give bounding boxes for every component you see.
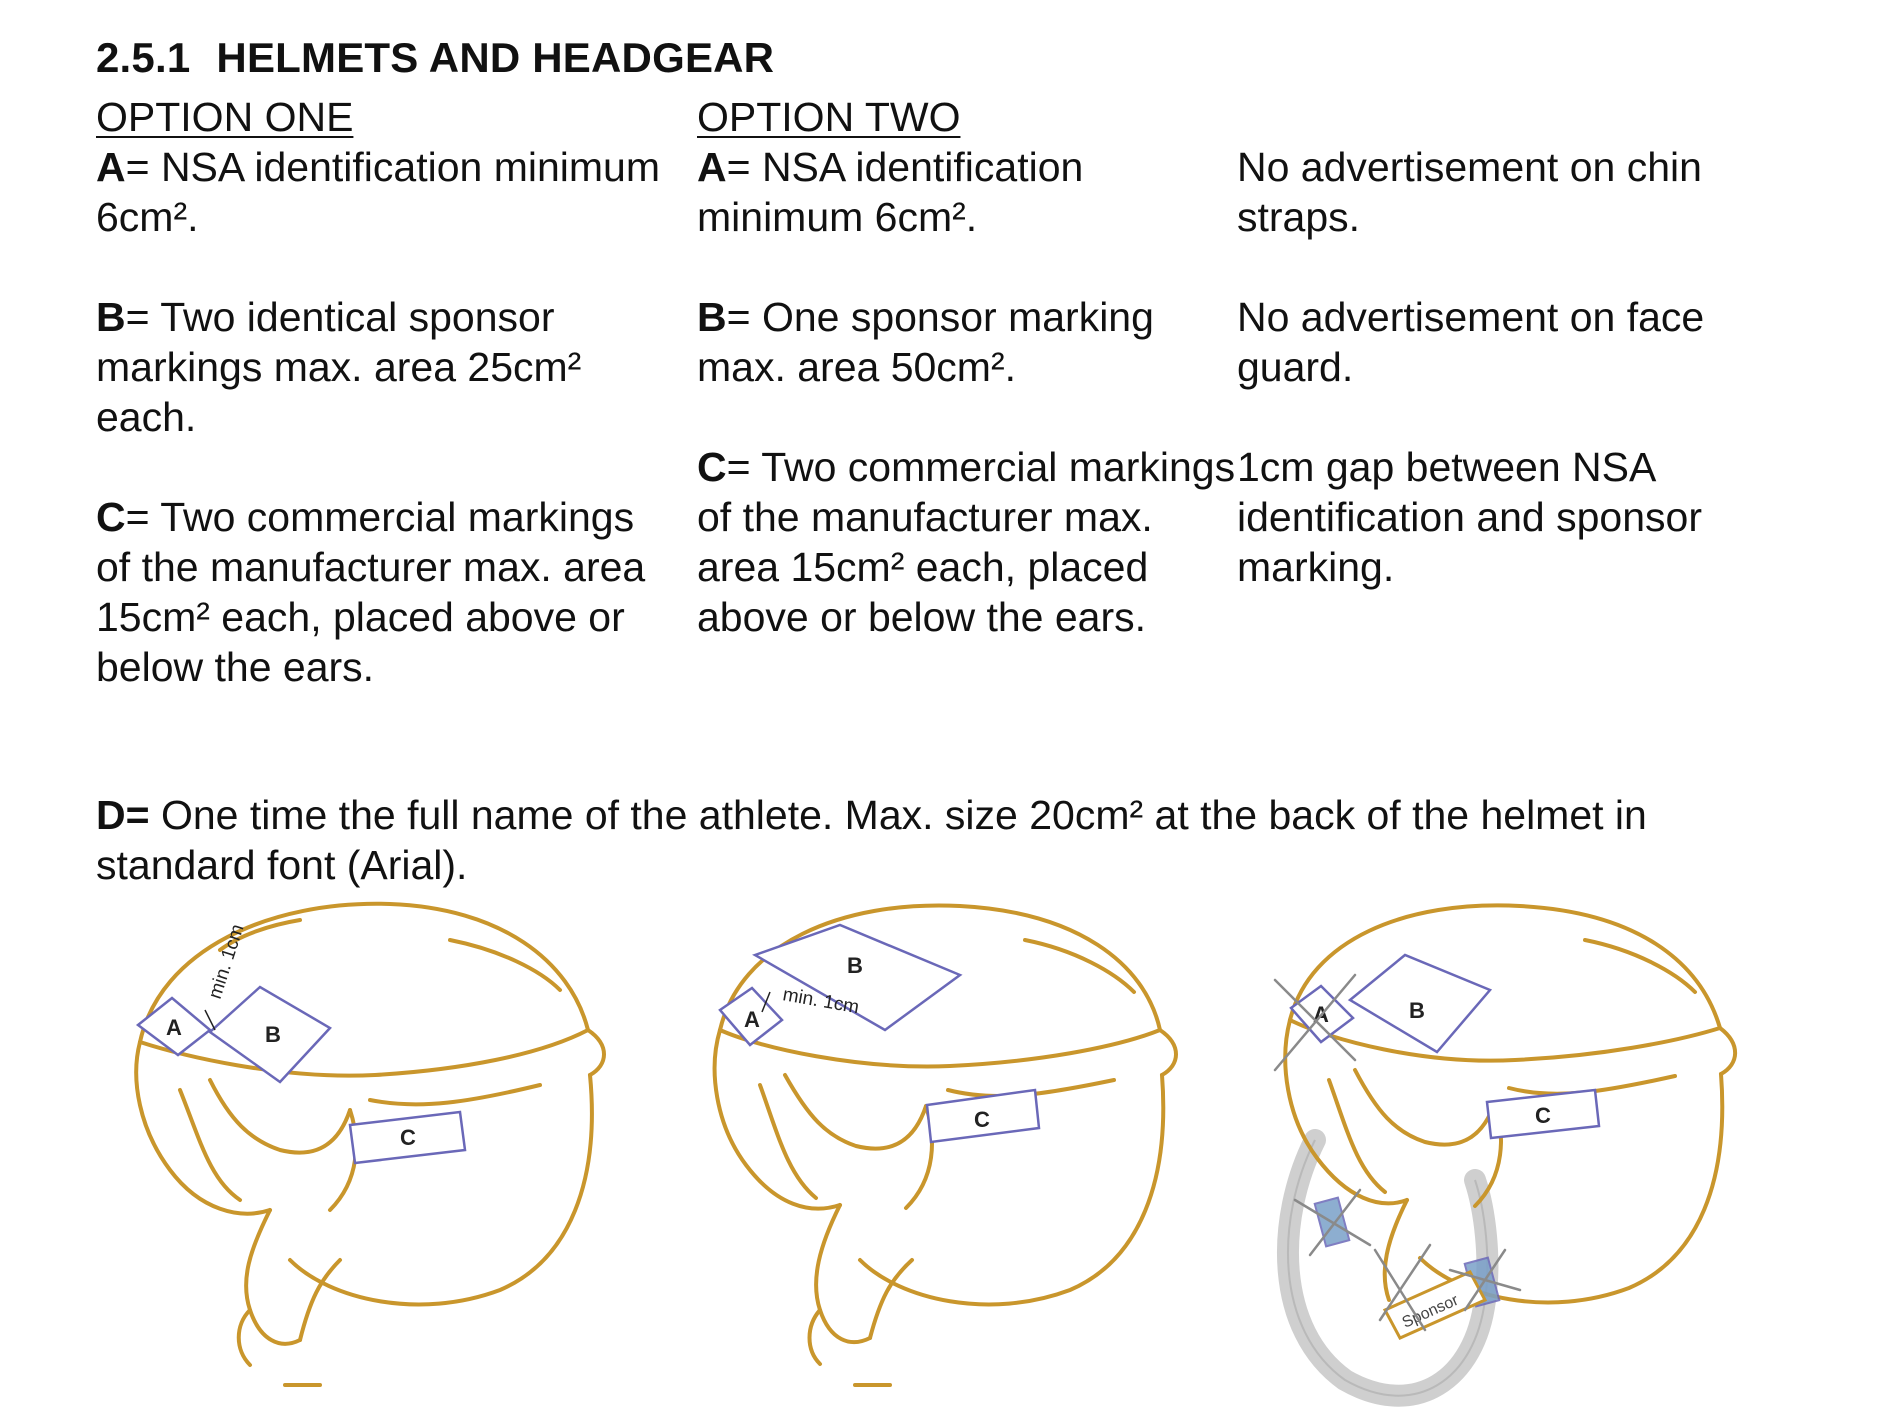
- label-c-option-one: C: [400, 1125, 416, 1150]
- label-a-option-two: A: [744, 1007, 760, 1032]
- rule-face-guard: No advertisement on face guard.: [1237, 294, 1705, 390]
- helmet-option-two: A B C min. 1cm: [712, 903, 1178, 1387]
- name-rule: D= One time the full name of the athlete…: [96, 790, 1816, 890]
- option-two-title: OPTION TWO: [697, 94, 961, 140]
- option-one-column: OPTION ONE A= NSA identification minimum…: [96, 92, 676, 692]
- min-gap-option-one: min. 1cm: [205, 922, 249, 1002]
- option-two-item-a: A= NSA identification minimum 6cm².: [697, 144, 1084, 240]
- label-a-option-one: A: [166, 1015, 182, 1040]
- chin-strap: [1277, 1129, 1499, 1407]
- rules-column: No advertisement on chin straps. No adve…: [1237, 142, 1797, 592]
- section-number: 2.5.1: [96, 34, 191, 81]
- label-b-option-one: B: [265, 1022, 281, 1047]
- option-one-item-b: B= Two identical sponsor markings max. a…: [96, 294, 582, 440]
- label-c-prohibited: C: [1535, 1103, 1551, 1128]
- helmet-option-one: A B C min. 1cm: [134, 901, 606, 1387]
- name-rule-key: D=: [96, 792, 150, 838]
- option-one-title: OPTION ONE: [96, 94, 354, 140]
- option-two-item-c: C= Two commercial markings of the manufa…: [697, 444, 1236, 640]
- name-rule-text: One time the full name of the athlete. M…: [96, 792, 1647, 888]
- option-one-item-a: A= NSA identification minimum 6cm².: [96, 144, 660, 240]
- label-c-option-two: C: [974, 1107, 990, 1132]
- option-two-item-b: B= One sponsor marking max. area 50cm².: [697, 294, 1154, 390]
- rule-chin-straps: No advertisement on chin straps.: [1237, 144, 1702, 240]
- section-title: HELMETS AND HEADGEAR: [216, 34, 775, 81]
- rule-gap: 1cm gap between NSA identification and s…: [1237, 444, 1702, 590]
- option-two-column: OPTION TWO A= NSA identification minimum…: [697, 92, 1237, 642]
- helmet-diagrams: A B C min. 1cm: [0, 880, 1880, 1428]
- section-heading: 2.5.1 HELMETS AND HEADGEAR: [96, 34, 774, 82]
- label-b-prohibited: B: [1409, 998, 1425, 1023]
- prohibited-crosses: [1273, 973, 1522, 1332]
- label-b-option-two: B: [847, 953, 863, 978]
- option-one-item-c: C= Two commercial markings of the manufa…: [96, 494, 646, 690]
- helmet-prohibited: Sponsor A B C: [1273, 903, 1737, 1407]
